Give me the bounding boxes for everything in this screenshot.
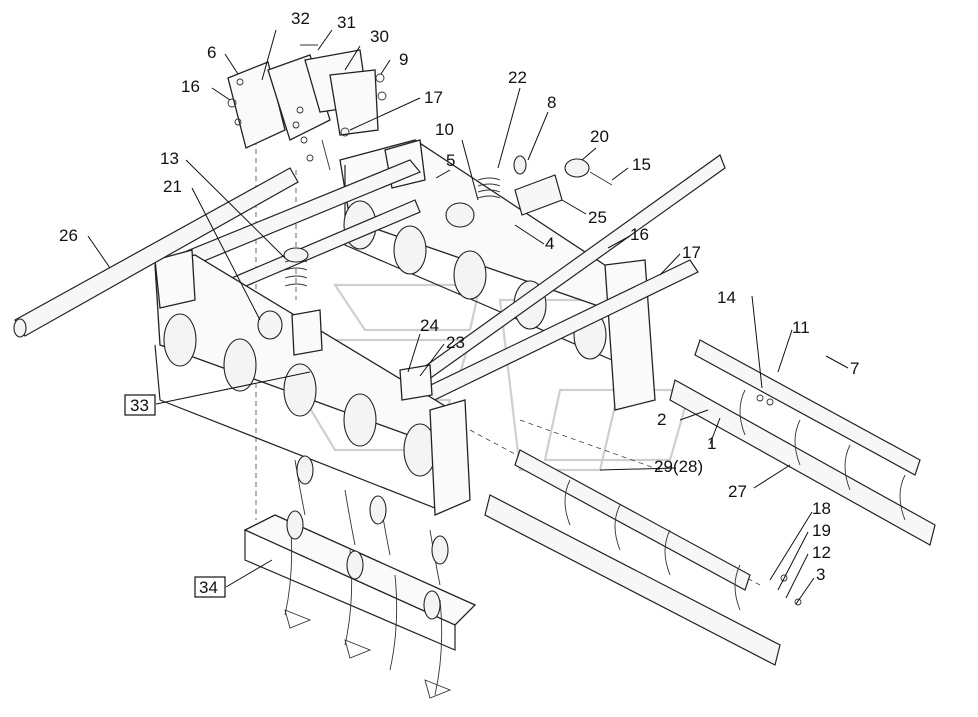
label-6: 6 bbox=[207, 43, 216, 62]
label-11: 11 bbox=[792, 318, 810, 337]
label-15: 15 bbox=[632, 155, 651, 174]
label-20: 20 bbox=[590, 127, 609, 146]
label-17-right: 17 bbox=[682, 243, 701, 262]
label-4: 4 bbox=[545, 234, 554, 253]
label-17-top: 17 bbox=[424, 88, 443, 107]
label-26: 26 bbox=[59, 226, 78, 245]
tine-bars bbox=[484, 339, 936, 666]
spring-assemblies bbox=[257, 155, 613, 401]
label-33: 33 bbox=[130, 396, 149, 415]
label-24: 24 bbox=[420, 316, 439, 335]
label-1: 1 bbox=[707, 434, 716, 453]
label-25: 25 bbox=[588, 208, 607, 227]
main-frame bbox=[154, 139, 726, 516]
label-19: 19 bbox=[812, 521, 831, 540]
label-12: 12 bbox=[812, 543, 831, 562]
label-3: 3 bbox=[816, 565, 825, 584]
label-22: 22 bbox=[508, 68, 527, 87]
label-16-top: 16 bbox=[181, 77, 200, 96]
label-18: 18 bbox=[812, 499, 831, 518]
label-34: 34 bbox=[199, 578, 218, 597]
shank-assembly-34 bbox=[243, 455, 477, 699]
label-13: 13 bbox=[160, 149, 179, 168]
label-21: 21 bbox=[163, 177, 182, 196]
label-16-right: 16 bbox=[630, 225, 649, 244]
label-5: 5 bbox=[446, 151, 455, 170]
label-box-33 bbox=[124, 394, 156, 416]
label-30: 30 bbox=[370, 27, 389, 46]
part-labels: 1 2 3 4 5 6 7 8 9 10 11 12 13 14 15 16 1… bbox=[59, 9, 859, 597]
label-box-34 bbox=[194, 576, 226, 598]
label-9: 9 bbox=[399, 50, 408, 69]
label-7: 7 bbox=[850, 359, 859, 378]
label-2: 2 bbox=[657, 410, 666, 429]
tube-26 bbox=[13, 167, 299, 338]
label-8: 8 bbox=[547, 93, 556, 112]
label-29-28: 29(28) bbox=[654, 457, 703, 476]
label-14: 14 bbox=[717, 288, 736, 307]
adjust-bracket-assembly bbox=[227, 44, 387, 171]
label-10: 10 bbox=[435, 120, 454, 139]
label-32: 32 bbox=[291, 9, 310, 28]
leader-lines bbox=[87, 29, 849, 605]
label-23: 23 bbox=[446, 333, 465, 352]
label-31: 31 bbox=[337, 13, 356, 32]
label-27: 27 bbox=[728, 482, 747, 501]
